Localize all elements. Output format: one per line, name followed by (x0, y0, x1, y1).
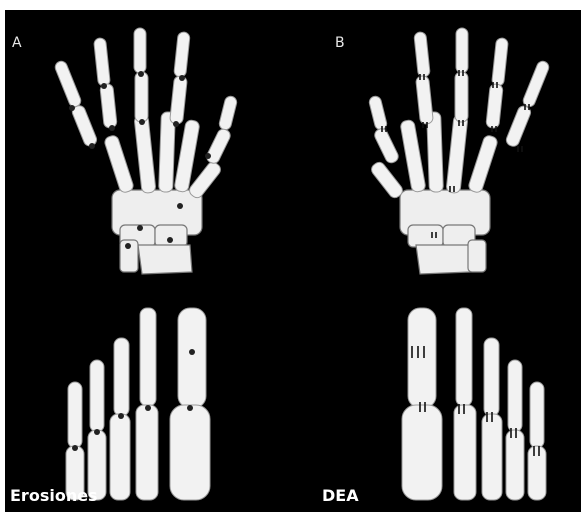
caption-erosiones: Erosiones (10, 488, 98, 504)
panel-label-a: A (12, 36, 22, 50)
left-hand-skeleton-icon (53, 28, 237, 274)
right-hand-skeleton-icon (368, 28, 550, 274)
panel-label-b: B (335, 36, 345, 50)
right-foot-skeleton-icon (402, 308, 546, 500)
left-foot-skeleton-icon (66, 308, 210, 500)
caption-dea: DEA (322, 488, 359, 504)
